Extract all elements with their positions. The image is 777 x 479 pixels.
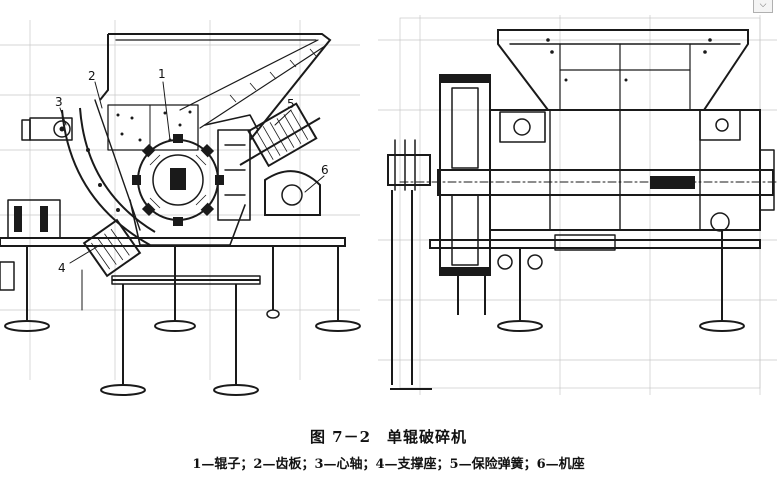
flywheel	[439, 74, 491, 276]
front-view	[387, 29, 777, 390]
callout-label-4: 4	[58, 261, 66, 275]
front-hopper	[497, 29, 749, 111]
front-body	[489, 109, 761, 251]
callout-label-1: 1	[158, 67, 166, 81]
front-legs	[390, 190, 745, 390]
roller-frame	[129, 114, 259, 246]
front-shaft	[399, 149, 777, 211]
liner-plate	[107, 104, 199, 151]
figure-caption-title: 图 7－2 单辊破碎机	[309, 428, 468, 446]
callout-leaders	[59, 81, 325, 264]
coupling	[387, 139, 431, 191]
support-seat	[82, 218, 142, 278]
chevron-down-icon[interactable]: ⌵	[753, 0, 773, 13]
machine-base	[0, 170, 346, 291]
callout-label-2: 2	[88, 69, 96, 83]
figure-caption-legend: 1—辊子；2—齿板；3—心轴；4—支撑座；5—保险弹簧；6—机座	[192, 457, 585, 472]
callout-label-5: 5	[287, 97, 295, 111]
legs	[4, 246, 361, 396]
feed-hopper	[99, 33, 332, 141]
callout-label-6: 6	[321, 163, 329, 177]
background-gridlines-right	[378, 15, 777, 395]
side-view: 1 2 3 4 5 6	[0, 33, 361, 396]
front-base	[429, 212, 761, 270]
safety-spring	[239, 102, 321, 168]
callout-label-3: 3	[55, 95, 63, 109]
pivot-shaft	[21, 117, 73, 141]
